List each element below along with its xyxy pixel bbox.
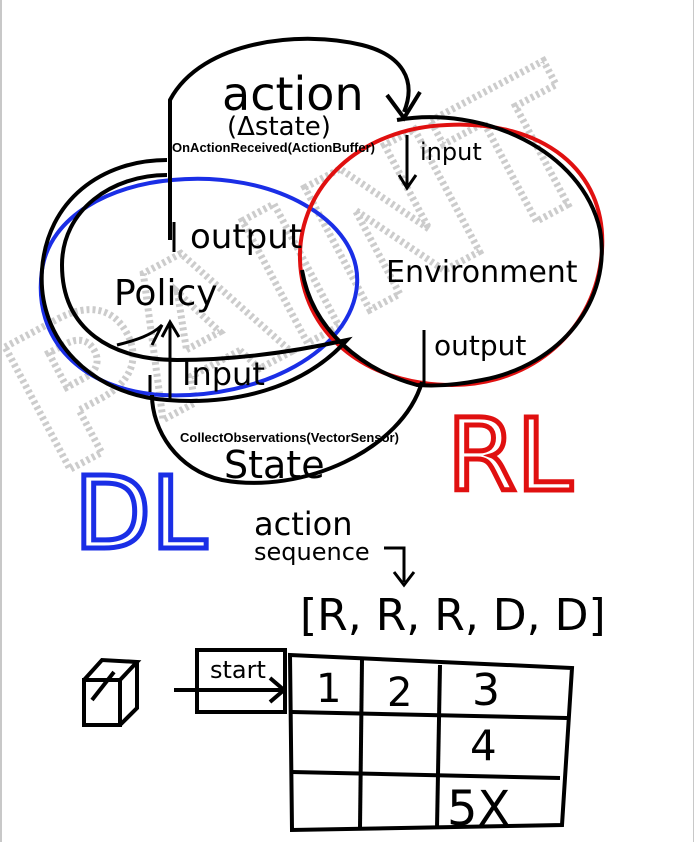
policy-label: Policy (114, 273, 218, 314)
collect-observations-label: CollectObservations(VectorSensor) (180, 430, 399, 445)
action-sequence-list: [R, R, R, D, D] (300, 590, 606, 641)
action-label: action (222, 67, 364, 121)
grid-cell-r2c3: 4 (470, 721, 497, 770)
state-arc (150, 381, 424, 485)
action-arc (168, 36, 411, 240)
action-arrowhead (385, 90, 422, 122)
dl-label: DL (74, 455, 207, 572)
sequence-arrow (384, 546, 416, 588)
dl-circle (38, 176, 360, 398)
action-sequence-line2: sequence (254, 538, 370, 566)
policy-output-label: output (190, 217, 302, 257)
grid-cell-r1c1: 1 (316, 666, 341, 712)
policy-curl-arrow (116, 323, 164, 347)
grid-cell-r1c3: 3 (472, 665, 500, 716)
agent-cube-icon (82, 657, 142, 727)
grid-cell-r1c2: 2 (387, 670, 412, 716)
start-label: start (210, 656, 266, 684)
environment-label: Environment (386, 255, 578, 290)
start-arrow (174, 676, 288, 704)
action-sequence-line1: action (254, 505, 353, 543)
env-input-label: input (420, 138, 482, 166)
grid (287, 652, 575, 833)
env-output-label: output (434, 329, 526, 362)
state-label: State (224, 443, 325, 487)
grid-cell-r3c3: 5X (447, 781, 510, 837)
delta-state-label: (Δstate) (227, 112, 331, 142)
on-action-received-label: OnActionReceived(ActionBuffer) (172, 140, 375, 155)
policy-input-arrowhead (160, 318, 181, 338)
rl-label: RL (447, 397, 572, 514)
policy-input-label: Input (182, 355, 265, 393)
env-input-arrowhead (397, 174, 418, 191)
environment-loop (300, 115, 604, 388)
